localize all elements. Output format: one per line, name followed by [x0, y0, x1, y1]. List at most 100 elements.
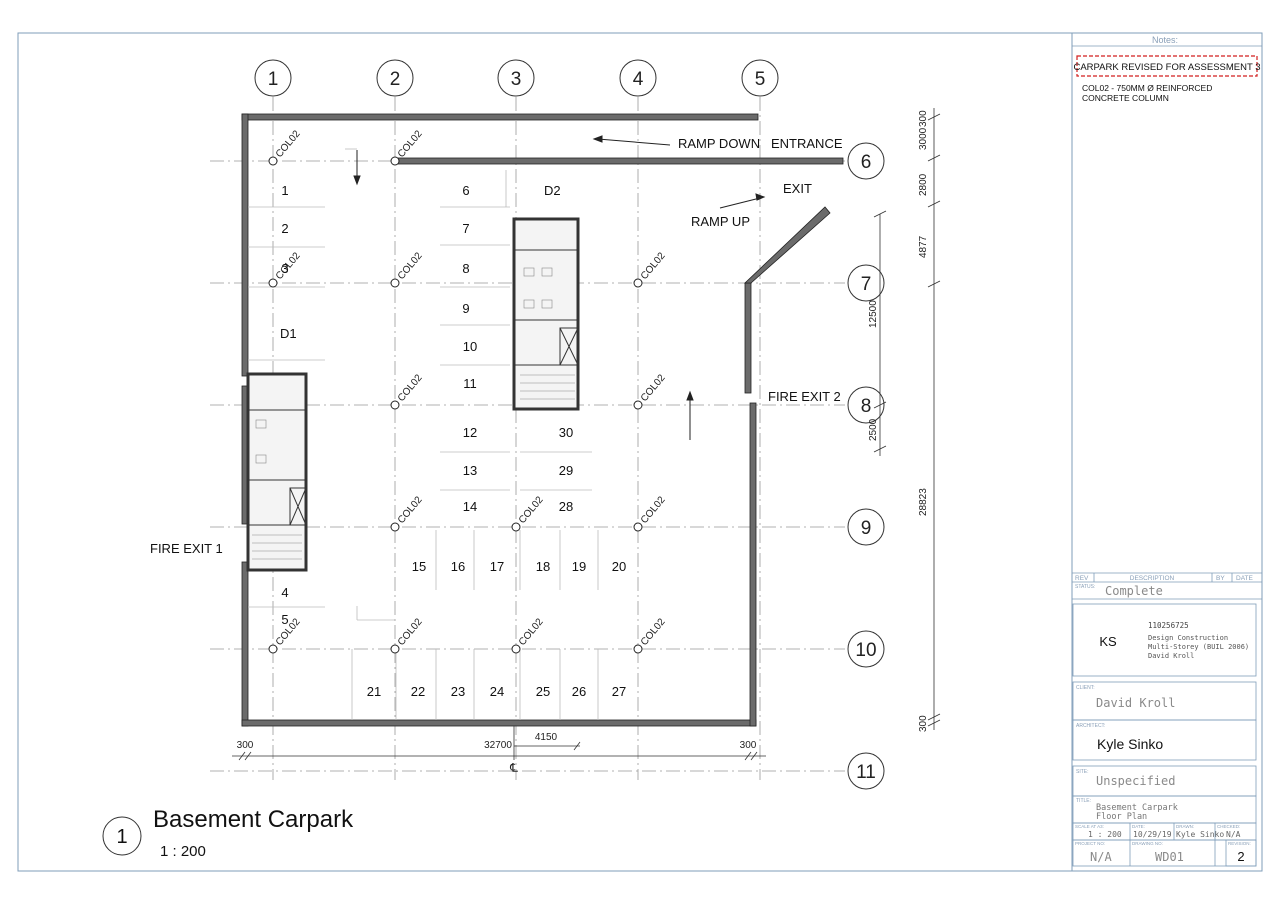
ramp-down-label: RAMP DOWN [678, 136, 760, 151]
view-number: 1 [116, 826, 127, 848]
bay-number: 24 [490, 684, 504, 699]
dim-2500: 2500 [868, 418, 879, 441]
grid-label-col-1: 1 [268, 69, 279, 90]
bay-number: 22 [411, 684, 425, 699]
area-d1-label: D1 [280, 326, 297, 341]
grid-label-col-2: 2 [390, 69, 401, 90]
drawing-no-field-label: DRAWING NO: [1132, 841, 1163, 846]
bay-number: 17 [490, 559, 504, 574]
column-tag: COL02 [517, 494, 546, 526]
bay-number: 11 [463, 376, 477, 391]
drawing-title-line-2: Floor Plan [1096, 812, 1147, 822]
grid-label-row-10: 10 [855, 640, 876, 661]
dim-2800: 2800 [918, 173, 929, 196]
column-tag: COL02 [639, 372, 668, 404]
bay-number: 27 [612, 684, 626, 699]
dim-3000: 3000 [918, 127, 929, 150]
bay-number: 7 [462, 221, 469, 236]
outer-walls [241, 113, 844, 727]
centerline-symbol: ℄ [509, 761, 518, 775]
bay-number: 10 [463, 339, 477, 354]
bay-number: 20 [612, 559, 626, 574]
dim-4877: 4877 [918, 235, 929, 258]
area-d2-label: D2 [544, 183, 561, 198]
description-column-header: DESCRIPTION [1130, 575, 1175, 582]
view-scale: 1 : 200 [160, 843, 206, 860]
note-line-2: CONCRETE COLUMN [1082, 93, 1169, 103]
column-tag: COL02 [396, 250, 425, 282]
status-value: Complete [1105, 584, 1163, 598]
revision-note: CARPARK REVISED FOR ASSESSMENT 3 [1073, 62, 1260, 73]
dim-bottom-300-right: 300 [740, 740, 757, 751]
architect-name: Kyle Sinko [1097, 736, 1163, 752]
grid-label-col-3: 3 [511, 69, 522, 90]
project-no-field-label: PROJECT NO: [1075, 841, 1105, 846]
grid-label-row-6: 6 [861, 152, 872, 173]
by-column-header: BY [1216, 575, 1225, 582]
dim-300: 300 [918, 110, 929, 127]
drawing-no-value: WD01 [1155, 850, 1184, 864]
architect-field-label: ARCHITECT: [1076, 723, 1105, 729]
bay-number: 30 [559, 425, 573, 440]
revision-value: 2 [1237, 849, 1244, 864]
project-id: 110256725 [1148, 621, 1189, 630]
project-line-3: David Kroll [1148, 652, 1194, 660]
bay-number: 26 [572, 684, 586, 699]
bay-number: 14 [463, 499, 477, 514]
bay-number: 6 [462, 183, 469, 198]
date-column-header: DATE [1236, 575, 1254, 582]
rev-column-header: REV [1075, 575, 1089, 582]
dim-28823: 28823 [918, 488, 929, 516]
grid-label-row-7: 7 [861, 274, 872, 295]
column-tag: COL02 [517, 616, 546, 648]
company-logo: KS [1099, 634, 1117, 649]
checked-value: N/A [1226, 830, 1241, 839]
client-name: David Kroll [1096, 696, 1175, 710]
column-tag: COL02 [639, 250, 668, 282]
drawn-field-label: DRAWN: [1176, 824, 1194, 829]
dim-12500: 12500 [868, 300, 879, 328]
left-core [246, 372, 308, 572]
column-tag: COL02 [639, 494, 668, 526]
dim-bottom-4150: 4150 [535, 732, 558, 743]
bay-number: 12 [463, 425, 477, 440]
project-line-2: Multi-Storey (BUIL 2006) [1148, 643, 1249, 651]
drawn-value: Kyle Sinko [1176, 830, 1224, 839]
bay-number: 1 [281, 183, 288, 198]
bay-number: 21 [367, 684, 381, 699]
column-tag: COL02 [639, 616, 668, 648]
dim-bottom-300-left: 300 [237, 740, 254, 751]
status-field-label: STATUS: [1075, 584, 1095, 590]
grid-label-row-11: 11 [856, 762, 876, 783]
bay-number: 16 [451, 559, 465, 574]
column-tag: COL02 [274, 128, 303, 160]
column-tag: COL02 [396, 372, 425, 404]
grid-label-row-8: 8 [861, 396, 872, 417]
bay-number: 5 [281, 612, 288, 627]
central-core [512, 217, 580, 411]
checked-field-label: CHECKED: [1217, 824, 1240, 829]
bay-number: 25 [536, 684, 550, 699]
bay-number: 19 [572, 559, 586, 574]
bay-number: 29 [559, 463, 573, 478]
scale-value: 1 : 200 [1088, 830, 1122, 839]
bay-number: 9 [462, 301, 469, 316]
revision-field-label: REVISION: [1228, 841, 1251, 846]
drawing-title-line-1: Basement Carpark [1096, 803, 1178, 813]
bay-number: 18 [536, 559, 550, 574]
column-tag: COL02 [396, 494, 425, 526]
project-no-value: N/A [1090, 850, 1112, 864]
grid-bubbles [254, 59, 885, 790]
column-tag: COL02 [396, 128, 425, 160]
bay-number: 3 [281, 261, 288, 276]
grid-label-col-5: 5 [755, 69, 766, 90]
parking-stall-lines [248, 148, 599, 720]
title-block: Notes: CARPARK REVISED FOR ASSESSMENT 3 … [1071, 32, 1263, 872]
scale-field-label: SCALE AT A3: [1075, 824, 1104, 829]
entrance-label: ENTRANCE [771, 136, 843, 151]
site-value: Unspecified [1096, 774, 1175, 788]
bay-number: 28 [559, 499, 573, 514]
bay-number: 15 [412, 559, 426, 574]
